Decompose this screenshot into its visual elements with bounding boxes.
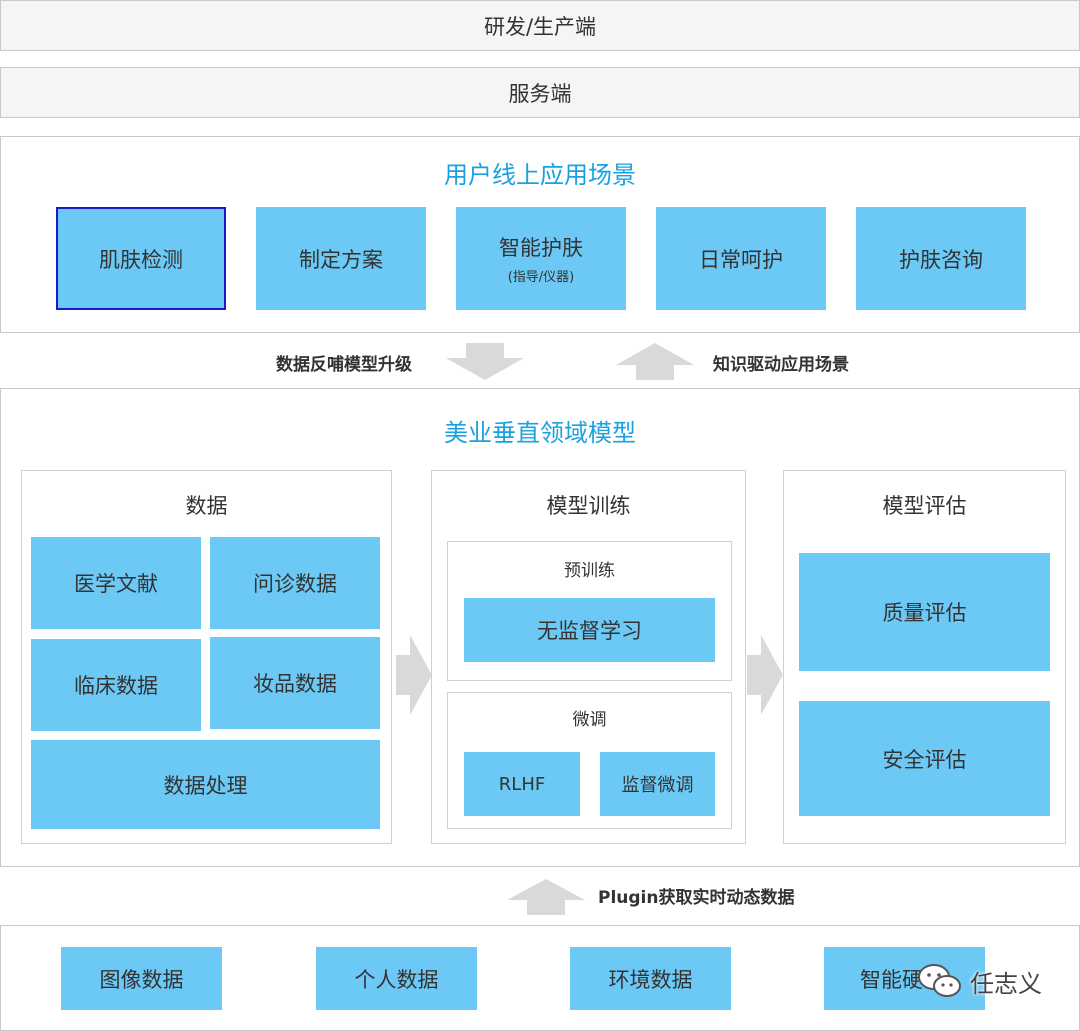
wechat-icon xyxy=(918,964,961,997)
scenario-label: 制定方案 xyxy=(299,247,383,272)
down-arrow-icon xyxy=(446,343,524,380)
watermark-text: 任志义 xyxy=(970,969,1042,998)
scenario-label: 日常呵护 xyxy=(699,247,783,272)
data-sources-panel: 图像数据 个人数据 环境数据 智能硬 xyxy=(0,925,1080,1031)
layer-server: 服务端 xyxy=(0,67,1080,118)
layer-rd-production-label: 研发/生产端 xyxy=(483,14,597,39)
right-arrow-icon xyxy=(747,635,783,715)
source-label: 图像数据 xyxy=(99,967,184,992)
evaluation-subpanel-title: 模型评估 xyxy=(882,494,967,518)
data-item-label: 临床数据 xyxy=(74,674,158,698)
data-item-label: 问诊数据 xyxy=(253,572,337,596)
vertical-model-panel: 美业垂直领域模型 数据 医学文献 问诊数据 临床数据 妆品数据 数据处理 模型训… xyxy=(0,388,1080,867)
scenario-label: 肌肤检测 xyxy=(99,247,183,272)
layer-server-label: 服务端 xyxy=(508,81,572,106)
scenario-skin-consult[interactable]: 护肤咨询 xyxy=(856,207,1026,310)
right-arrow-icon xyxy=(396,635,432,715)
evaluation-subpanel: 模型评估 质量评估 安全评估 xyxy=(783,470,1066,844)
pretrain-title: 预训练 xyxy=(564,561,615,581)
data-item-label: 妆品数据 xyxy=(253,672,337,696)
quality-evaluation[interactable]: 质量评估 xyxy=(799,553,1050,671)
scenario-label: 护肤咨询 xyxy=(899,247,983,272)
up-arrow-icon xyxy=(507,879,585,915)
flow-label-knowledge: 知识驱动应用场景 xyxy=(713,355,849,375)
up-arrow-icon xyxy=(616,343,694,380)
scenario-sublabel: (指导/仪器) xyxy=(507,270,575,285)
finetune-title: 微调 xyxy=(572,710,607,730)
training-subpanel-title: 模型训练 xyxy=(546,494,631,518)
supervised-finetune-box[interactable]: 监督微调 xyxy=(600,752,715,816)
data-item-label: 医学文献 xyxy=(74,572,158,596)
data-item-medical-literature[interactable]: 医学文献 xyxy=(31,537,201,629)
rlhf-box[interactable]: RLHF xyxy=(464,752,580,816)
watermark: 任志义 xyxy=(918,963,1042,999)
source-label: 环境数据 xyxy=(608,967,693,992)
source-environment-data[interactable]: 环境数据 xyxy=(570,947,731,1010)
source-label: 个人数据 xyxy=(354,967,439,992)
source-smart-hardware[interactable]: 智能硬 xyxy=(824,947,985,1010)
user-scenarios-title: 用户线上应用场景 xyxy=(444,161,636,189)
data-item-consultation[interactable]: 问诊数据 xyxy=(210,537,380,629)
quality-evaluation-label: 质量评估 xyxy=(882,601,967,625)
data-item-cosmetics[interactable]: 妆品数据 xyxy=(210,637,380,729)
scenario-label: 智能护肤 xyxy=(499,236,583,260)
source-label: 智能硬 xyxy=(860,967,923,992)
vertical-model-title: 美业垂直领域模型 xyxy=(444,419,636,447)
safety-evaluation-label: 安全评估 xyxy=(882,747,967,772)
scenario-daily-care[interactable]: 日常呵护 xyxy=(656,207,826,310)
data-subpanel-title: 数据 xyxy=(185,494,228,518)
unsupervised-learning-label: 无监督学习 xyxy=(537,619,642,643)
user-scenarios-panel: 用户线上应用场景 肌肤检测 制定方案 智能护肤 (指导/仪器) 日常呵护 护肤咨… xyxy=(0,136,1080,333)
supervised-finetune-label: 监督微调 xyxy=(621,775,694,796)
data-processing-label: 数据处理 xyxy=(163,773,248,798)
flow-label-plugin: Plugin获取实时动态数据 xyxy=(598,888,795,908)
unsupervised-learning[interactable]: 无监督学习 xyxy=(464,598,715,662)
training-subpanel: 模型训练 预训练 无监督学习 微调 RLHF 监督微调 xyxy=(431,470,746,844)
pretrain-panel: 预训练 无监督学习 xyxy=(447,541,732,681)
scenario-smart-skincare[interactable]: 智能护肤 (指导/仪器) xyxy=(456,207,626,310)
scenario-skin-test[interactable]: 肌肤检测 xyxy=(56,207,226,310)
data-subpanel: 数据 医学文献 问诊数据 临床数据 妆品数据 数据处理 xyxy=(21,470,392,844)
safety-evaluation[interactable]: 安全评估 xyxy=(799,701,1050,816)
source-image-data[interactable]: 图像数据 xyxy=(61,947,222,1010)
source-personal-data[interactable]: 个人数据 xyxy=(316,947,477,1010)
rlhf-label: RLHF xyxy=(498,773,546,795)
data-item-clinical[interactable]: 临床数据 xyxy=(31,639,201,731)
scenario-make-plan[interactable]: 制定方案 xyxy=(256,207,426,310)
flow-label-feedback: 数据反哺模型升级 xyxy=(276,355,412,375)
finetune-panel: 微调 RLHF 监督微调 xyxy=(447,692,732,829)
layer-rd-production: 研发/生产端 xyxy=(0,0,1080,51)
data-processing[interactable]: 数据处理 xyxy=(31,740,380,829)
